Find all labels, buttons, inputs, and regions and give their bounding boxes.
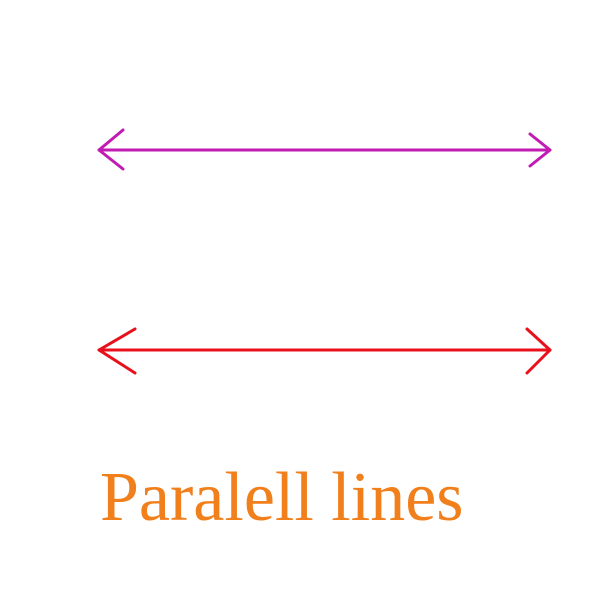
bottom-right-arrowhead (525, 327, 552, 375)
top-double-arrow (97, 128, 552, 171)
bottom-left-arrowhead (97, 327, 137, 375)
diagram-caption: Paralell lines (100, 459, 464, 536)
bottom-double-arrow (97, 327, 552, 375)
top-left-arrowhead (97, 128, 125, 171)
top-right-arrowhead (528, 132, 552, 168)
